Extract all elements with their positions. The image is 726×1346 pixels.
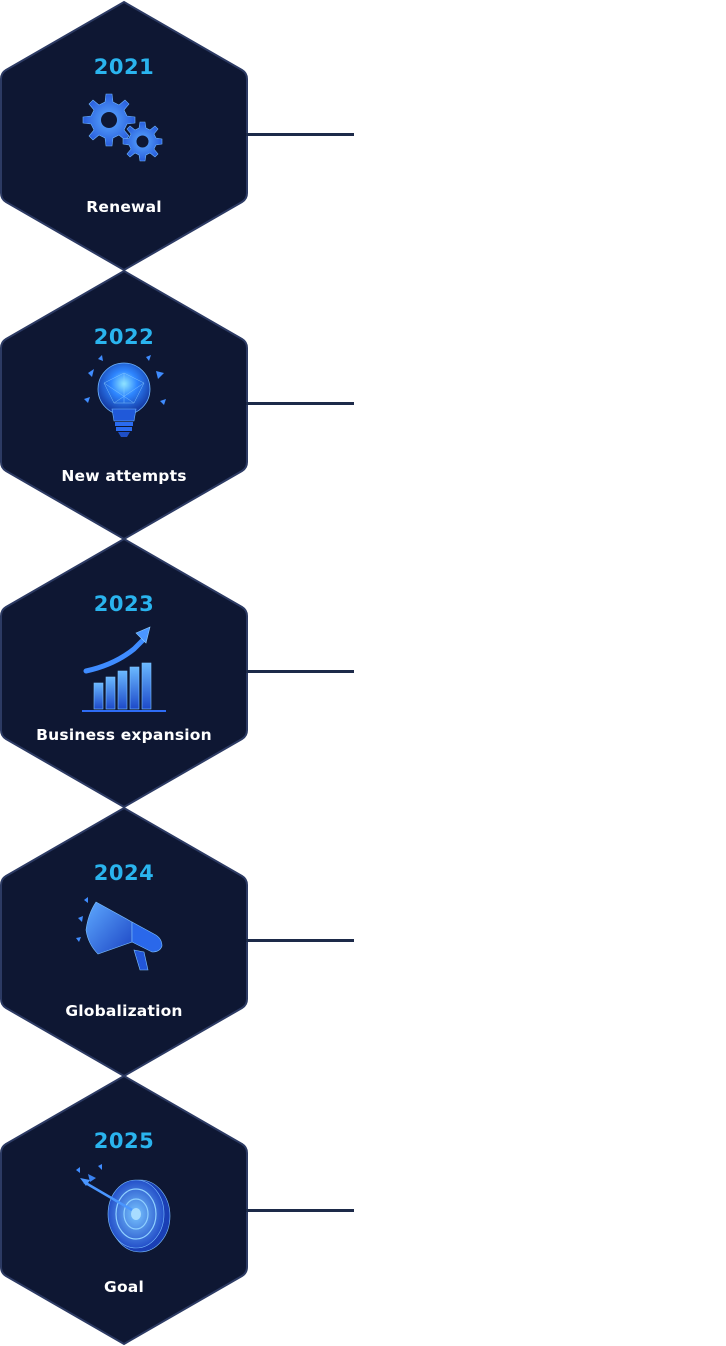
connector-line bbox=[246, 402, 354, 405]
lightbulb-icon bbox=[84, 355, 166, 437]
connector-line bbox=[246, 670, 354, 673]
milestone-2024: 2024 Globalization bbox=[0, 806, 360, 1078]
milestone-year: 2024 bbox=[93, 861, 155, 885]
milestone-label: Goal bbox=[104, 1278, 144, 1296]
milestone-year: 2022 bbox=[93, 325, 155, 349]
growth-chart-icon bbox=[82, 626, 166, 712]
milestone-label: Globalization bbox=[65, 1002, 183, 1020]
gears-icon bbox=[82, 93, 163, 162]
milestone-2022: 2022 bbox=[0, 269, 360, 541]
connector-line bbox=[246, 133, 354, 136]
target-icon bbox=[76, 1164, 171, 1253]
connector-line bbox=[246, 939, 354, 942]
milestone-2021: 2021 Renewal bbox=[0, 0, 360, 272]
milestone-year: 2023 bbox=[93, 592, 155, 616]
milestone-2023: 2023 Business expansion bbox=[0, 537, 360, 809]
milestone-label: Renewal bbox=[86, 198, 162, 216]
milestone-label: New attempts bbox=[61, 467, 187, 485]
megaphone-icon bbox=[76, 897, 163, 971]
milestone-year: 2021 bbox=[93, 55, 155, 79]
connector-line bbox=[246, 1209, 354, 1212]
milestone-year: 2025 bbox=[93, 1129, 155, 1153]
milestone-label: Business expansion bbox=[36, 726, 212, 744]
milestone-2025: 2025 Goal bbox=[0, 1074, 360, 1346]
